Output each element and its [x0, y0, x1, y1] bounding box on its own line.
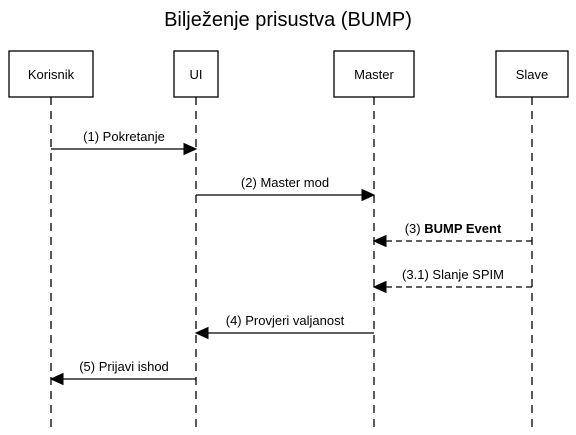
message-4: (4) Provjeri valjanost [194, 313, 374, 340]
participant-ui-label: UI [190, 67, 203, 82]
message-2-label: (2) Master mod [241, 175, 329, 190]
participant-korisnik-label: Korisnik [28, 67, 75, 82]
participant-slave: Slave [495, 50, 569, 98]
participant-slave-label: Slave [516, 67, 549, 82]
message-4-label: (4) Provjeri valjanost [226, 313, 345, 328]
message-5-label: (5) Prijavi ishod [79, 359, 169, 374]
message-2-arrowhead [361, 188, 376, 202]
participant-master-label: Master [354, 67, 394, 82]
message-3-1-arrowhead [372, 280, 387, 294]
message-1: (1) Pokretanje [51, 129, 198, 156]
message-4-arrowhead [194, 326, 209, 340]
message-1-label: (1) Pokretanje [83, 129, 165, 144]
message-2: (2) Master mod [196, 175, 376, 202]
message-3-arrowhead [372, 234, 387, 248]
message-3: (3) BUMP Event [372, 221, 532, 248]
message-3-1: (3.1) Slanje SPIM [372, 267, 532, 294]
message-3-label: (3) BUMP Event [405, 221, 502, 236]
diagram-title: Bilježenje prisustva (BUMP) [164, 9, 412, 31]
message-3-1-label: (3.1) Slanje SPIM [402, 267, 504, 282]
participant-master: Master [333, 50, 415, 98]
message-5: (5) Prijavi ishod [49, 359, 196, 386]
message-5-arrowhead [49, 372, 64, 386]
participant-ui: UI [173, 50, 219, 98]
participant-korisnik: Korisnik [8, 50, 94, 98]
message-1-arrowhead [183, 142, 198, 156]
